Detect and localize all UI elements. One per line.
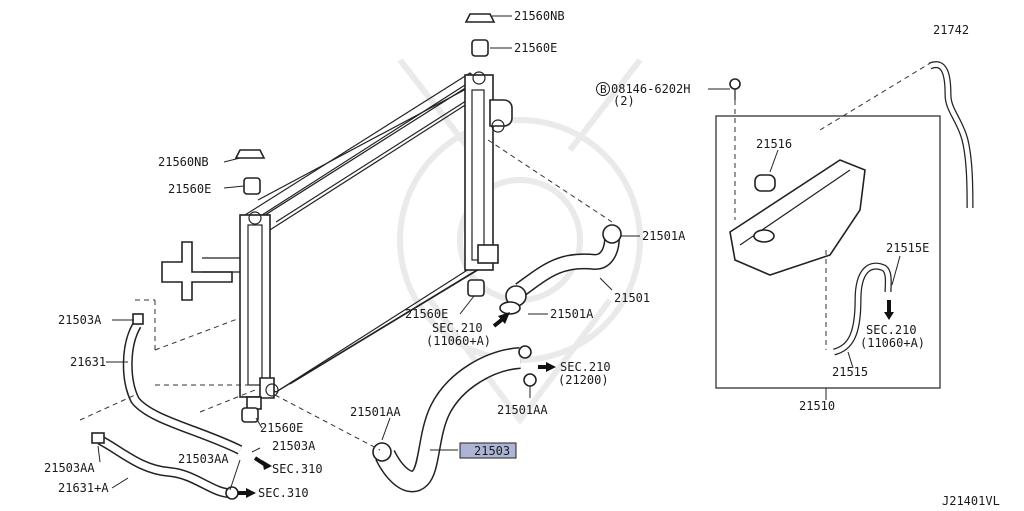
label-21503A-bottom[interactable]: 21503A [272,439,316,453]
label-sec210-a[interactable]: SEC.210 [432,321,483,335]
dashed-leaders [79,61,933,451]
lower-hose-21503 [372,345,537,493]
arrow-sec210-c [546,362,556,372]
label-sec210-b[interactable]: SEC.210 [866,323,917,337]
reservoir-21510 [715,61,974,389]
label-21742[interactable]: 21742 [933,23,969,37]
label-21503AA-mid[interactable]: 21503AA [178,452,229,466]
label-bolt-prefix: B [600,83,607,96]
upper-hose-21501 [499,224,622,315]
label-21501[interactable]: 21501 [614,291,650,305]
label-leaders [97,15,901,491]
label-21501A-lower[interactable]: 21501A [550,307,594,321]
label-21501AA-left[interactable]: 21501AA [350,405,401,419]
label-21515E[interactable]: 21515E [886,241,929,255]
label-21560E-top[interactable]: 21560E [514,41,557,55]
label-sec310-a[interactable]: SEC.310 [272,462,323,476]
label-bolt-qty: (2) [613,94,635,108]
label-sec210-b-sub: (11060+A) [860,336,925,350]
bolt-prefix-circle [596,82,610,96]
label-21631[interactable]: 21631 [70,355,106,369]
label-sec210-c[interactable]: SEC.210 [560,360,611,374]
mounts [234,13,741,423]
sec-arrows [238,300,894,498]
diagram-id: J21401VL [942,494,1000,508]
label-21501A-upper[interactable]: 21501A [642,229,686,243]
part-labels: 21560NB 21560E 21742 B 08146-6202H (2) 2… [44,9,1000,508]
label-21503-highlighted[interactable]: 21503 [474,444,510,458]
label-bolt-08146[interactable]: 08146-6202H [611,82,690,96]
label-21560E-mid[interactable]: 21560E [405,307,448,321]
label-21560E-bottom[interactable]: 21560E [260,421,303,435]
radiator [161,71,513,410]
arrow-sec310-b [246,488,256,498]
hose-21631 [122,313,243,455]
label-21560NB-top[interactable]: 21560NB [514,9,565,23]
label-21560E-left[interactable]: 21560E [168,182,211,196]
label-sec210-a-sub: (11060+A) [426,334,491,348]
label-21515[interactable]: 21515 [832,365,868,379]
label-21501AA-right[interactable]: 21501AA [497,403,548,417]
hose-21631A [91,432,239,500]
label-21560NB-left[interactable]: 21560NB [158,155,209,169]
label-21631A[interactable]: 21631+A [58,481,109,495]
label-sec210-c-sub: (21200) [558,373,609,387]
label-21516[interactable]: 21516 [756,137,792,151]
arrow-sec210-b [884,312,894,320]
label-21503A-left[interactable]: 21503A [58,313,102,327]
highlight-21503 [459,442,517,459]
label-21510[interactable]: 21510 [799,399,835,413]
label-21503AA-left[interactable]: 21503AA [44,461,95,475]
label-sec310-b[interactable]: SEC.310 [258,486,309,500]
